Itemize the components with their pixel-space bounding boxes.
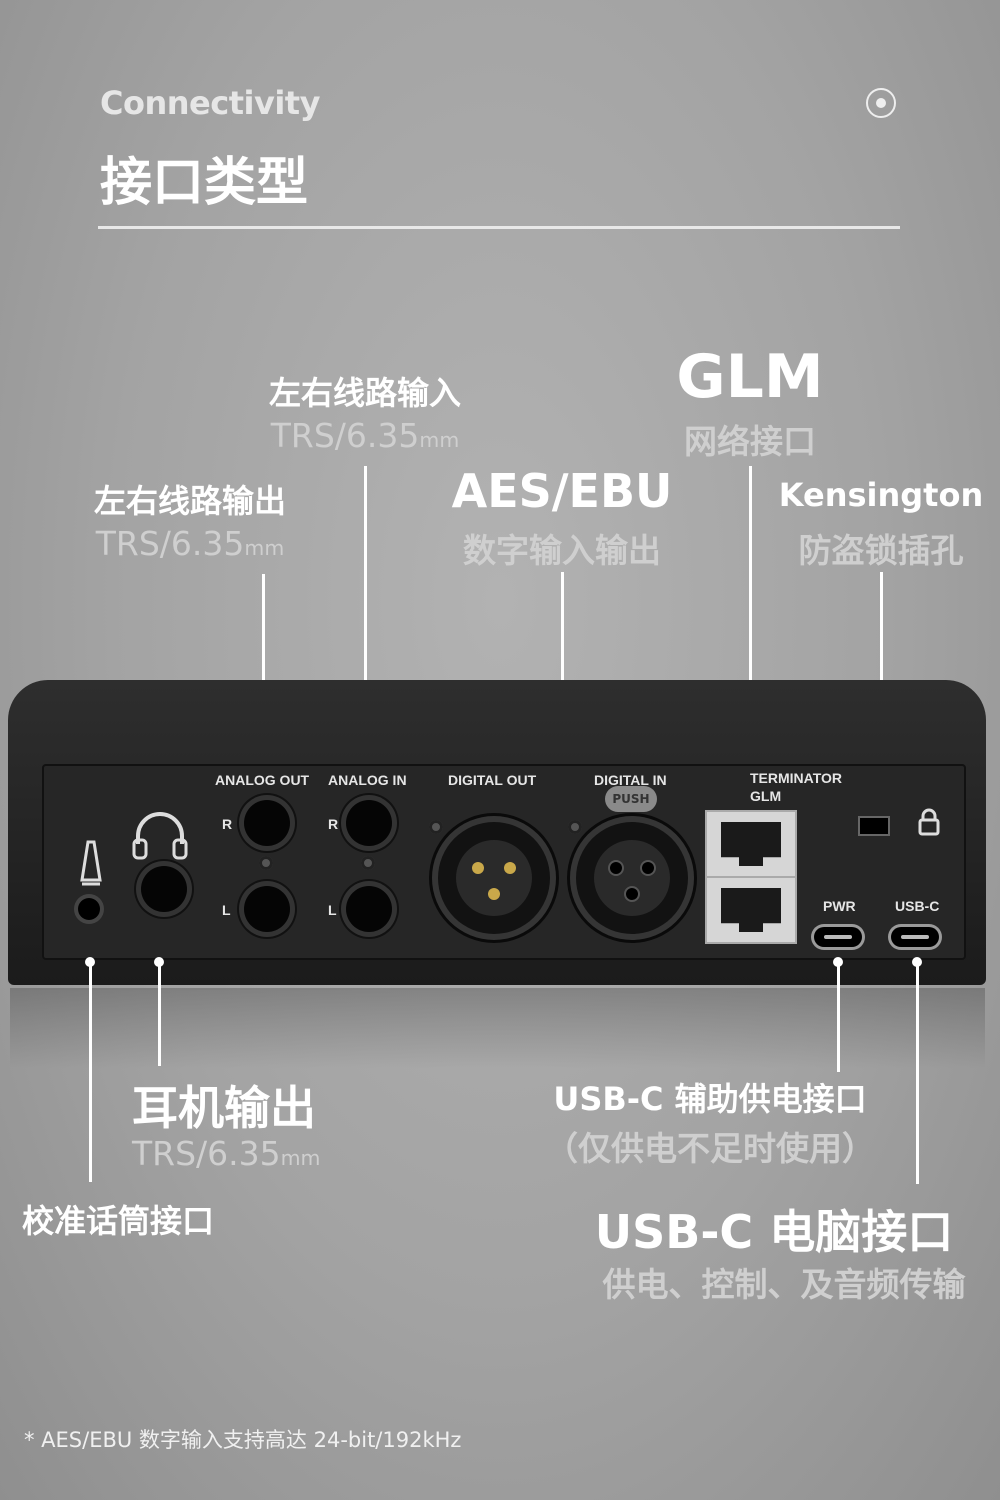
page-title: 接口类型	[100, 153, 309, 213]
line-out-spec-text: TRS/6.35	[95, 524, 245, 563]
line-in-spec-unit: mm	[419, 428, 460, 452]
xlr-socket	[642, 862, 654, 874]
digital-in-label: DIGITAL IN	[594, 772, 667, 788]
line-in-spec: TRS/6.35mm	[271, 416, 459, 455]
usb-aux-spec: （仅供电不足时使用）	[545, 1129, 875, 1168]
device-reflection	[10, 988, 985, 1068]
analog-in-r-jack[interactable]	[346, 800, 392, 846]
headphone-jack[interactable]	[141, 866, 187, 912]
headphone-spec-text: TRS/6.35	[132, 1134, 281, 1173]
glm-rj45-port-top[interactable]	[705, 810, 797, 878]
mic-jack[interactable]	[78, 898, 100, 920]
mic-title: 校准话筒接口	[22, 1202, 215, 1240]
glm-spec: 网络接口	[684, 422, 816, 461]
target-icon	[866, 88, 896, 118]
line-out-title: 左右线路输出	[93, 482, 287, 520]
analog-out-r-jack[interactable]	[244, 800, 290, 846]
usb-pc-leader	[916, 962, 919, 1184]
aes-title: AES/EBU	[451, 464, 673, 518]
xlr-push-latch[interactable]: PUSH	[605, 786, 657, 812]
genelec-interface-device: ANALOG OUT ANALOG IN DIGITAL OUT DIGITAL…	[8, 680, 986, 985]
glm-title: GLM	[676, 342, 824, 412]
analog-in-label: ANALOG IN	[328, 772, 407, 788]
line-out-spec-unit: mm	[244, 536, 285, 560]
panel-screw	[361, 856, 375, 870]
section-eyebrow: Connectivity	[100, 84, 320, 122]
usb-aux-leader	[837, 962, 840, 1072]
xlr-pin	[488, 888, 500, 900]
line-in-leader	[364, 466, 367, 757]
lock-icon	[918, 808, 940, 836]
headphone-spec-unit: mm	[280, 1146, 321, 1170]
headphone-leader	[158, 962, 161, 1066]
rj45-socket	[721, 888, 781, 932]
glm-port-label: GLM	[750, 788, 782, 804]
xlr-socket	[610, 862, 622, 874]
aes-spec: 数字输入输出	[463, 531, 661, 570]
usb-pc-title: USB-C 电脑接口	[594, 1205, 954, 1259]
line-in-title: 左右线路输入	[268, 374, 462, 412]
headphone-spec: TRS/6.35mm	[132, 1134, 320, 1173]
analog-in-r-label: R	[328, 816, 339, 832]
panel-screw	[259, 856, 273, 870]
xlr-socket	[626, 888, 638, 900]
headphone-icon	[132, 812, 188, 860]
usb-c-label: USB-C	[895, 898, 940, 914]
xlr-inner	[594, 840, 670, 916]
footnote: * AES/EBU 数字输入支持高达 24-bit/192kHz	[24, 1428, 462, 1452]
glm-rj45-port-bottom[interactable]	[705, 876, 797, 944]
line-out-spec: TRS/6.35mm	[96, 524, 284, 563]
glm-leader	[749, 466, 752, 757]
usb-c-power-port[interactable]	[814, 927, 862, 947]
kensington-title: Kensington	[778, 476, 984, 514]
analog-out-l-jack[interactable]	[244, 886, 290, 932]
analog-out-label: ANALOG OUT	[215, 772, 310, 788]
line-out-leader	[262, 574, 265, 757]
analog-out-r-label: R	[222, 816, 233, 832]
digital-in-xlr[interactable]	[576, 822, 688, 934]
rj45-socket	[721, 822, 781, 866]
analog-out-l-label: L	[222, 902, 231, 918]
terminator-label: TERMINATOR	[750, 770, 843, 786]
xlr-pin	[504, 862, 516, 874]
line-in-spec-text: TRS/6.35	[270, 416, 420, 455]
panel-screw	[568, 820, 582, 834]
panel-screw	[429, 820, 443, 834]
kensington-spec: 防盗锁插孔	[798, 531, 964, 570]
usb-pc-spec: 供电、控制、及音频传输	[602, 1265, 966, 1304]
pwr-label: PWR	[823, 898, 856, 914]
digital-out-xlr[interactable]	[438, 822, 550, 934]
analog-in-l-label: L	[328, 902, 337, 918]
xlr-inner	[456, 840, 532, 916]
mic-leader	[89, 962, 92, 1182]
usb-aux-title: USB-C 辅助供电接口	[553, 1080, 867, 1118]
header-divider	[98, 226, 900, 229]
digital-out-label: DIGITAL OUT	[448, 772, 537, 788]
microphone-icon	[80, 840, 102, 886]
analog-in-l-jack[interactable]	[346, 886, 392, 932]
usb-c-computer-port[interactable]	[891, 927, 939, 947]
xlr-pin	[472, 862, 484, 874]
headphone-title: 耳机输出	[132, 1081, 316, 1135]
kensington-slot[interactable]	[860, 818, 888, 834]
